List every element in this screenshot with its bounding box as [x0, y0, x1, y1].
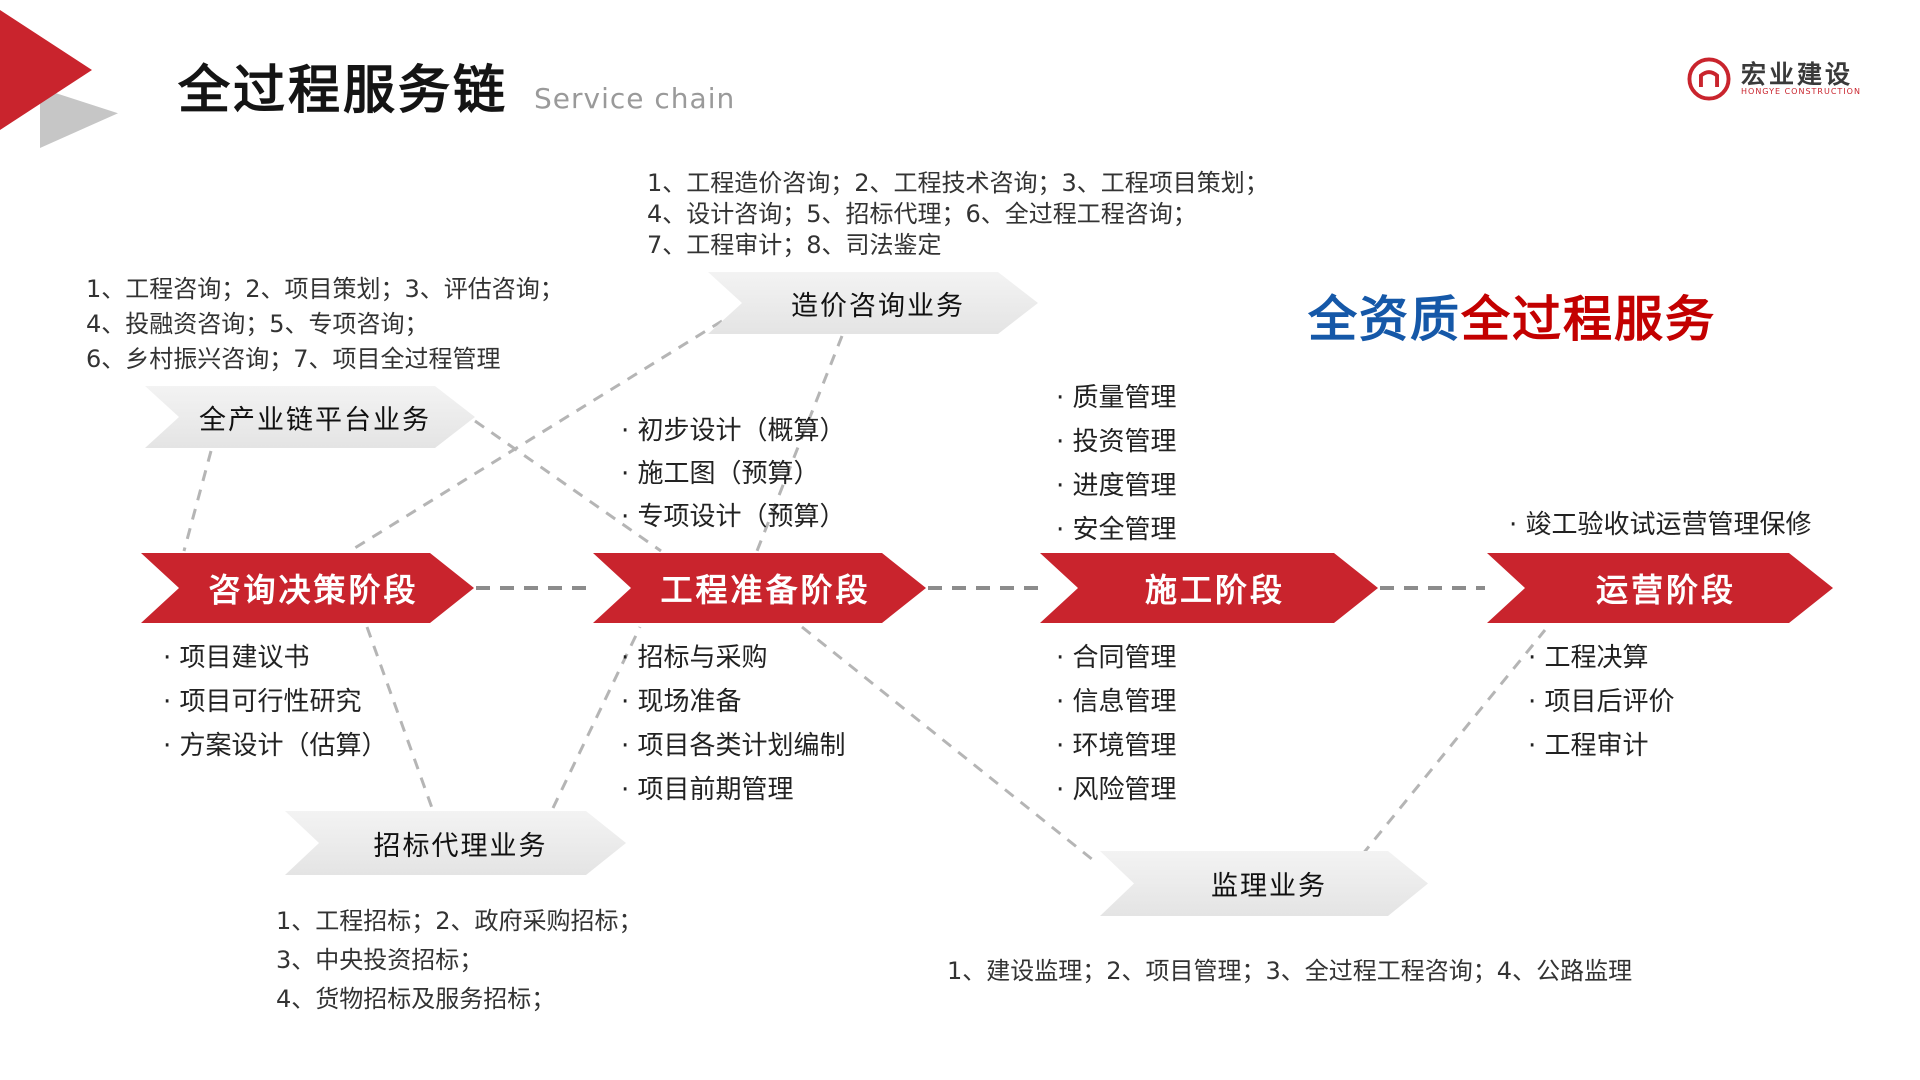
business-label: 监理业务	[1211, 871, 1327, 902]
desc-line: 4、设计咨询；5、招标代理；6、全过程工程咨询；	[647, 200, 1197, 228]
jianli-desc: 1、建设监理；2、项目管理；3、全过程工程咨询；4、公路监理	[947, 952, 1632, 991]
list-item: · 工程审计	[1528, 731, 1649, 761]
stage-arrow-construction: 施工阶段	[1040, 553, 1378, 623]
desc-line: 3、中央投资招标；	[276, 946, 484, 974]
header: 全过程服务链 Service chain	[178, 48, 735, 123]
list-item: · 竣工验收试运营管理保修	[1509, 510, 1812, 540]
stage-label: 运营阶段	[1595, 571, 1736, 609]
list-item: · 初步设计（概算）	[621, 416, 846, 446]
stage2-above-list: · 初步设计（概算） · 施工图（预算） · 专项设计（预算）	[621, 410, 846, 539]
desc-line: 4、投融资咨询；5、专项咨询；	[86, 310, 429, 338]
connector-jianli-to-stage4	[1360, 629, 1547, 856]
stage4-above-list: · 竣工验收试运营管理保修	[1509, 503, 1812, 547]
headline-blue-part: 全资质	[1308, 291, 1462, 348]
list-item: · 信息管理	[1056, 687, 1177, 717]
stage-arrow-consult-decision: 咨询决策阶段	[141, 553, 474, 623]
list-item: · 现场准备	[621, 687, 742, 717]
list-item: · 项目可行性研究	[163, 687, 362, 717]
list-item: · 质量管理	[1056, 383, 1177, 413]
list-item: · 风险管理	[1056, 775, 1177, 805]
list-item: · 合同管理	[1056, 643, 1177, 673]
list-item: · 项目后评价	[1528, 687, 1675, 717]
stage1-below-list: · 项目建议书 · 项目可行性研究 · 方案设计（估算）	[163, 636, 388, 768]
list-item: · 项目各类计划编制	[621, 731, 846, 761]
desc-line: 1、工程招标；2、政府采购招标；	[276, 907, 643, 935]
list-item: · 项目建议书	[163, 643, 310, 673]
desc-line: 1、工程造价咨询；2、工程技术咨询；3、工程项目策划；	[647, 169, 1269, 197]
zaojia-desc: 1、工程造价咨询；2、工程技术咨询；3、工程项目策划； 4、设计咨询；5、招标代…	[647, 168, 1269, 261]
page-title: 全过程服务链	[178, 61, 509, 121]
desc-line: 6、乡村振兴咨询；7、项目全过程管理	[86, 345, 501, 373]
list-item: · 安全管理	[1056, 515, 1177, 545]
stage3-below-list: · 合同管理 · 信息管理 · 环境管理 · 风险管理	[1056, 636, 1177, 812]
headline: 全资质全过程服务	[1308, 280, 1716, 351]
business-label: 全产业链平台业务	[199, 404, 431, 436]
business-arrow-jianli: 监理业务	[1100, 851, 1428, 916]
desc-line: 4、货物招标及服务招标；	[276, 985, 556, 1013]
list-item: · 施工图（预算）	[621, 459, 820, 489]
desc-line: 1、建设监理；2、项目管理；3、全过程工程咨询；4、公路监理	[947, 957, 1633, 985]
desc-line: 1、工程咨询；2、项目策划；3、评估咨询；	[86, 275, 564, 303]
quanchan-desc: 1、工程咨询；2、项目策划；3、评估咨询； 4、投融资咨询；5、专项咨询； 6、…	[86, 272, 564, 377]
connector-stage2-to-jianli	[801, 625, 1094, 862]
stage-label: 施工阶段	[1144, 571, 1285, 609]
list-item: · 招标与采购	[621, 643, 768, 673]
stage2-below-list: · 招标与采购 · 现场准备 · 项目各类计划编制 · 项目前期管理	[621, 636, 846, 812]
zhaobiao-desc: 1、工程招标；2、政府采购招标； 3、中央投资招标； 4、货物招标及服务招标；	[276, 902, 643, 1019]
corner-triangle-gray	[40, 88, 118, 148]
business-label: 造价咨询业务	[791, 290, 965, 322]
logo-subtitle: HONGYE CONSTRUCTION	[1741, 87, 1861, 97]
stage4-below-list: · 工程决算 · 项目后评价 · 工程审计	[1528, 636, 1675, 768]
logo-name: 宏业建设	[1741, 59, 1854, 89]
list-item: · 方案设计（估算）	[163, 731, 388, 761]
business-arrow-zhaobiao: 招标代理业务	[285, 811, 626, 875]
list-item: · 工程决算	[1528, 643, 1649, 673]
list-item: · 专项设计（预算）	[621, 502, 846, 532]
stage-arrow-preparation: 工程准备阶段	[593, 553, 926, 623]
stage3-above-list: · 质量管理 · 投资管理 · 进度管理 · 安全管理	[1056, 376, 1177, 552]
connector-quanchan-to-stage1	[182, 450, 213, 552]
list-item: · 项目前期管理	[621, 775, 794, 805]
list-item: · 投资管理	[1056, 427, 1177, 457]
page-subtitle: Service chain	[534, 82, 736, 115]
logo-icon	[1687, 57, 1731, 101]
desc-line: 7、工程审计；8、司法鉴定	[647, 231, 942, 259]
business-arrow-zaojia: 造价咨询业务	[708, 272, 1038, 334]
stage-label: 工程准备阶段	[660, 571, 871, 609]
list-item: · 环境管理	[1056, 731, 1177, 761]
stage-label: 咨询决策阶段	[208, 571, 419, 609]
stage-arrow-operation: 运营阶段	[1487, 553, 1833, 623]
list-item: · 进度管理	[1056, 471, 1177, 501]
business-arrow-quanchanye: 全产业链平台业务	[145, 386, 475, 448]
logo: 宏业建设 HONGYE CONSTRUCTION	[1686, 56, 1861, 102]
headline-red-part: 全过程服务	[1461, 291, 1717, 348]
business-label: 招标代理业务	[373, 830, 548, 862]
